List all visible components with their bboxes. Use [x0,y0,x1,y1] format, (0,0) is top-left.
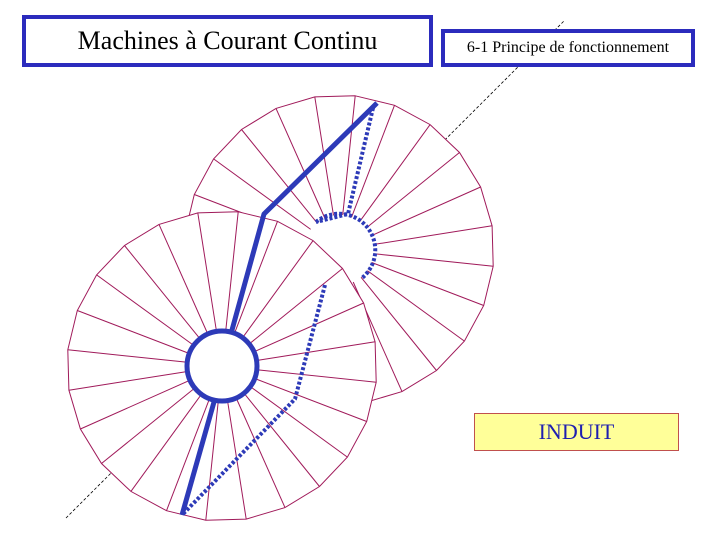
wheel-spoke [373,225,493,245]
wheel-spoke [124,245,201,340]
wheel-spoke [248,268,343,345]
winding [179,101,379,517]
wheel-spoke [241,129,318,224]
wheel-spoke [225,211,239,332]
end-connector-dotted [314,211,378,280]
wheel-spoke [351,105,395,218]
wheel-spoke [365,152,460,229]
conductor-solid-back [229,101,379,331]
wheel-spoke [205,400,219,521]
wheel-spoke [359,124,431,222]
wheel-spoke [166,398,210,511]
wheel-spoke [373,253,494,267]
commutator-ring [184,328,260,404]
wheel-spoke [67,349,188,363]
wheel-spoke [77,310,190,354]
section-title: 6-1 Principe de fonctionnement [441,29,695,67]
wheel-spoke [254,378,367,422]
induit-label: INDUIT [474,413,679,451]
wheel-spoke [213,158,311,230]
wheel-spoke [80,379,191,430]
conductor-dotted-back [315,107,375,224]
wheel-spoke [256,341,376,361]
conductor-dotted-front [180,284,327,517]
wheel-spoke [96,274,194,346]
wheel-spoke [275,108,326,219]
main-title: Machines à Courant Continu [22,15,433,67]
wheel-spoke [367,270,465,342]
wheel-spoke [158,224,209,335]
wheel-spoke [242,240,314,338]
wheel-spoke [235,397,286,508]
wheel-spoke [243,392,320,487]
wheel-spoke [256,369,377,383]
wheel-spoke [370,186,481,237]
wheel-spoke [342,95,356,216]
wheel-spoke [360,276,437,371]
wheel-spoke [101,387,196,464]
wheel-spoke [197,212,217,332]
wheel-spoke [371,262,484,306]
wheel-spoke [253,302,364,353]
wheel-spoke [250,386,348,458]
wheel-spoke [130,394,202,492]
wheel-spoke [68,371,188,391]
wheel-spoke [234,221,278,334]
conductor-solid-front [179,401,217,516]
